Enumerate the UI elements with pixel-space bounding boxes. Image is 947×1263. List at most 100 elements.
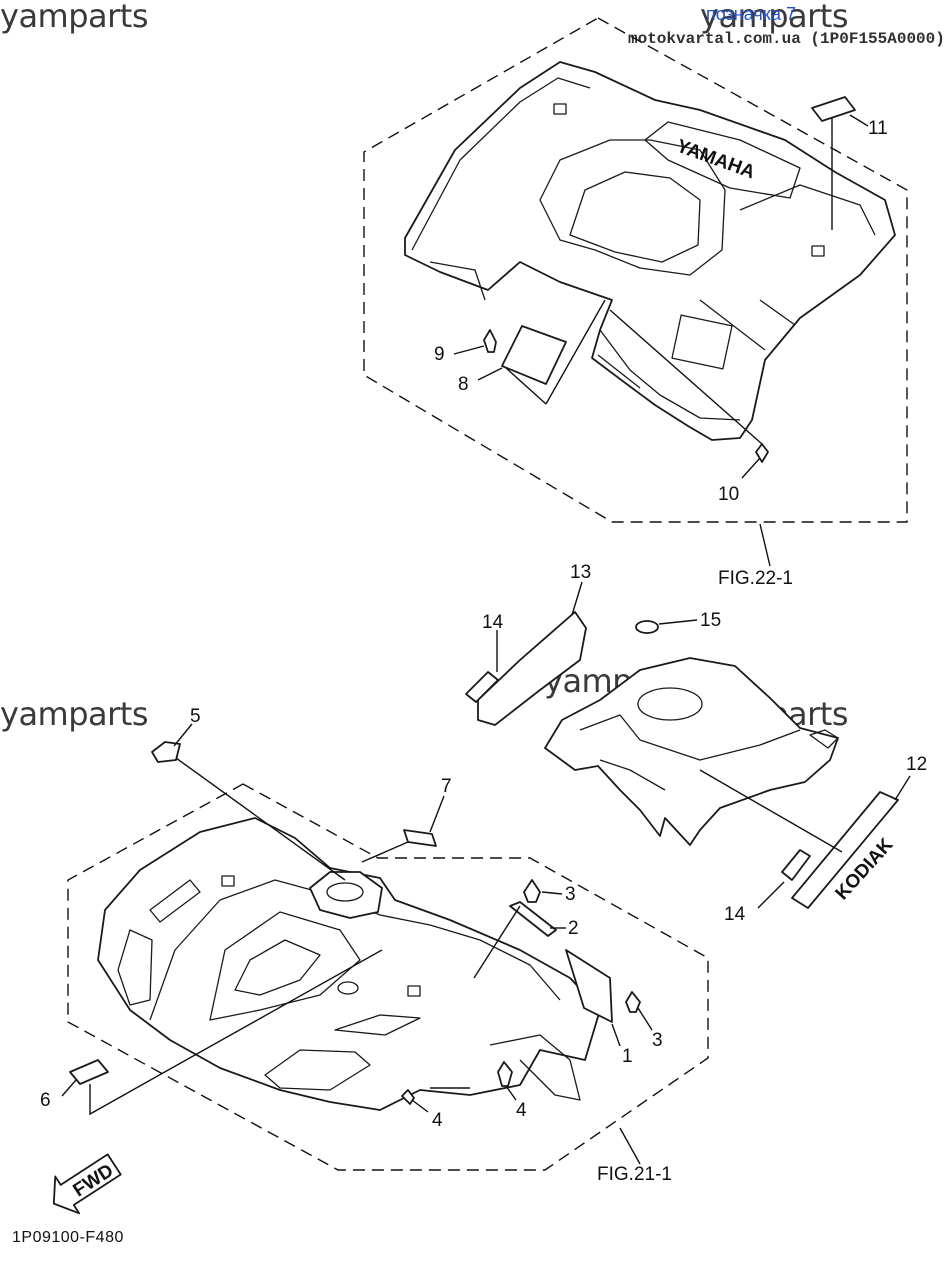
leader-fig-22 <box>759 523 771 567</box>
leader-8-to-fender <box>545 299 606 405</box>
rear-fender-right-wing-edge <box>699 184 876 351</box>
front-fender-center-scoop <box>209 911 361 1021</box>
leader-5-to-fender <box>175 757 346 881</box>
tank-cover-fuel-opening <box>637 687 703 721</box>
leader-14-lower <box>757 881 785 909</box>
callout-11: 11 <box>868 118 888 139</box>
callout-4-right: 4 <box>516 1100 527 1121</box>
rear-fender-left-wing-edge <box>411 77 591 301</box>
front-fender-marker-right <box>407 985 421 997</box>
callout-14-lower: 14 <box>724 904 746 925</box>
part-6-decal[interactable] <box>69 1059 109 1085</box>
leader-10-up <box>609 309 763 445</box>
rear-fender-right-marker <box>811 245 825 257</box>
leader-4-left <box>411 1099 429 1113</box>
callout-3-lower: 3 <box>652 1030 663 1051</box>
part-11-decal[interactable] <box>811 96 856 122</box>
leader-fig-21 <box>619 1127 641 1165</box>
figure-ref-front: FIG.21-1 <box>597 1164 672 1185</box>
leader-4-right <box>505 1085 517 1101</box>
part-15-emblem[interactable] <box>635 620 659 634</box>
rear-fender-vent <box>671 314 733 370</box>
callout-14-upper: 14 <box>482 612 504 633</box>
front-fender-left-slot <box>149 879 201 923</box>
leader-5 <box>173 723 193 747</box>
callout-15: 15 <box>700 610 721 631</box>
watermark-mid-left: yamparts <box>0 695 149 733</box>
part-2-strip[interactable] <box>509 901 557 937</box>
watermark-top-right: yamparts <box>700 0 849 35</box>
fwd-arrow-icon: FWD <box>52 1153 122 1215</box>
front-fender-group: FWD <box>52 723 709 1215</box>
front-fender-inner-scoop <box>234 939 321 996</box>
part-7-decal[interactable] <box>403 829 437 847</box>
leader-1 <box>611 1023 621 1047</box>
source-label: motokvartal.com.ua (1P0F155A0000) <box>628 30 945 48</box>
rear-group-boundary <box>363 17 908 523</box>
callout-9: 9 <box>434 344 445 365</box>
leader-2-to-fender <box>473 905 521 979</box>
part-14-upper-decal[interactable] <box>465 671 499 703</box>
front-fender-mudguard <box>489 1034 581 1101</box>
callout-5: 5 <box>190 706 201 727</box>
leader-3-upper <box>541 891 563 895</box>
part-5-cover[interactable] <box>151 741 181 763</box>
leader-15 <box>658 619 698 625</box>
front-fender-right-vent <box>264 1049 371 1091</box>
front-fender-headlight <box>326 882 364 902</box>
rear-fender-logo-panel <box>644 121 801 199</box>
callout-2: 2 <box>568 918 579 939</box>
callout-4-left: 4 <box>432 1110 443 1131</box>
part-8-plate[interactable] <box>501 325 567 385</box>
leader-7 <box>429 795 445 833</box>
front-fender-right-slot <box>334 1014 421 1036</box>
tank-cover-right-notch <box>809 729 839 749</box>
tank-cover[interactable] <box>544 657 839 846</box>
part-3-screw-upper[interactable] <box>523 879 541 903</box>
front-fender[interactable] <box>97 817 601 1111</box>
rear-fender-inner-box <box>569 171 701 263</box>
callout-3-upper: 3 <box>565 884 576 905</box>
watermark-top-left: yamparts <box>0 0 149 35</box>
part-4-screw-left[interactable] <box>401 1089 415 1105</box>
callout-7: 7 <box>441 776 452 797</box>
callout-13: 13 <box>570 562 591 583</box>
tank-cover-edge-detail <box>579 714 801 791</box>
front-fender-left-vent <box>117 929 153 1006</box>
leader-8 <box>477 367 503 381</box>
leader-7-to-fender <box>361 841 409 863</box>
rear-fender-center-box <box>539 139 726 276</box>
part-13-side-panel[interactable] <box>477 611 587 726</box>
rear-fender[interactable] <box>404 61 896 441</box>
rear-fender-lower-skirt <box>597 329 741 421</box>
front-fender-grommet <box>337 981 359 995</box>
callout-12: 12 <box>906 754 927 775</box>
leader-12 <box>894 775 911 801</box>
leader-12-to-cover <box>699 769 843 853</box>
leader-6 <box>61 1079 77 1097</box>
callout-8: 8 <box>458 374 469 395</box>
leader-6-to-fender <box>89 949 383 1116</box>
part-3-screw-lower[interactable] <box>625 991 641 1013</box>
part-1-side-plate[interactable] <box>565 949 613 1023</box>
leader-8-side <box>505 367 547 405</box>
leader-10 <box>741 457 761 479</box>
front-fender-marker-left <box>221 875 235 887</box>
part-14-lower-decal[interactable] <box>781 849 811 881</box>
part-10-clip[interactable] <box>755 443 769 463</box>
tank-cover-group: KODIAK <box>465 581 911 909</box>
part-4-screw-right[interactable] <box>497 1061 513 1087</box>
part-9-rivet[interactable] <box>483 329 497 353</box>
part-12-emblem[interactable]: KODIAK <box>791 791 899 909</box>
reference-link[interactable]: позначка 7 <box>706 4 797 24</box>
leader-13 <box>571 581 583 616</box>
callout-6: 6 <box>40 1090 51 1111</box>
front-group-boundary <box>67 783 709 1171</box>
callout-10: 10 <box>718 484 739 505</box>
figure-ref-rear: FIG.22-1 <box>718 568 793 589</box>
rear-fender-left-marker <box>553 103 567 115</box>
leader-3-lower <box>637 1007 653 1031</box>
diagram-code: 1P09100-F480 <box>12 1229 124 1246</box>
leader-9 <box>453 345 485 355</box>
